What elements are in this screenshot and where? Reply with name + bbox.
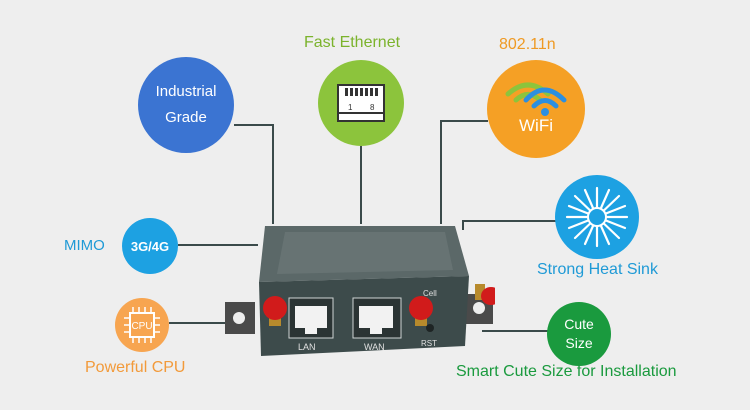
reset-button-label: RST <box>421 339 437 348</box>
cute-size-line1: Cute <box>564 316 594 332</box>
wifi-standard-title: 802.11n <box>499 36 556 53</box>
fast-ethernet-badge: 1 8 <box>318 60 404 146</box>
connector-3g4g <box>178 244 258 246</box>
cell-led-label: Cell <box>423 289 437 298</box>
cpu-badge-label: CPU <box>131 321 152 332</box>
heat-sink-icon <box>565 186 629 248</box>
connector-industrial-h <box>234 124 274 126</box>
powerful-cpu-label: Powerful CPU <box>85 359 186 376</box>
heat-sink-label: Strong Heat Sink <box>537 261 658 278</box>
mimo-label: MIMO <box>64 237 105 254</box>
industrial-grade-badge: Industrial Grade <box>138 57 234 153</box>
cellular-badge: 3G/4G <box>122 218 178 274</box>
cute-size-line2: Size <box>565 335 593 351</box>
cpu-chip-icon: CPU <box>124 307 160 343</box>
connector-wifi-h <box>440 120 488 122</box>
industrial-label-line2: Grade <box>165 109 207 126</box>
router-device: LAN WAN RST Cell <box>225 222 501 362</box>
connector-cpu <box>169 322 229 324</box>
industrial-label-line1: Industrial <box>155 83 217 100</box>
wifi-icon <box>505 82 567 116</box>
cute-size-badge: Cute Size <box>547 302 611 366</box>
wan-port-label: WAN <box>364 342 385 352</box>
wifi-badge: WiFi <box>487 60 585 158</box>
rj45-port-icon: 1 8 <box>337 84 385 122</box>
lan-port-label: LAN <box>298 342 316 352</box>
connector-wifi-v <box>440 120 442 224</box>
heat-sink-badge <box>555 175 639 259</box>
connector-ethernet <box>360 146 362 224</box>
cellular-badge-label: 3G/4G <box>130 238 170 254</box>
connector-heat-v <box>462 220 464 230</box>
wifi-badge-label: WiFi <box>519 116 553 135</box>
cpu-badge: CPU <box>115 298 169 352</box>
pin-label-right: 8 <box>370 103 375 112</box>
smart-size-label: Smart Cute Size for Installation <box>456 363 677 380</box>
connector-industrial-v <box>272 124 274 224</box>
pin-label-left: 1 <box>348 103 353 112</box>
connector-heat-h <box>462 220 556 222</box>
connector-cute <box>482 330 548 332</box>
fast-ethernet-title: Fast Ethernet <box>304 34 401 51</box>
